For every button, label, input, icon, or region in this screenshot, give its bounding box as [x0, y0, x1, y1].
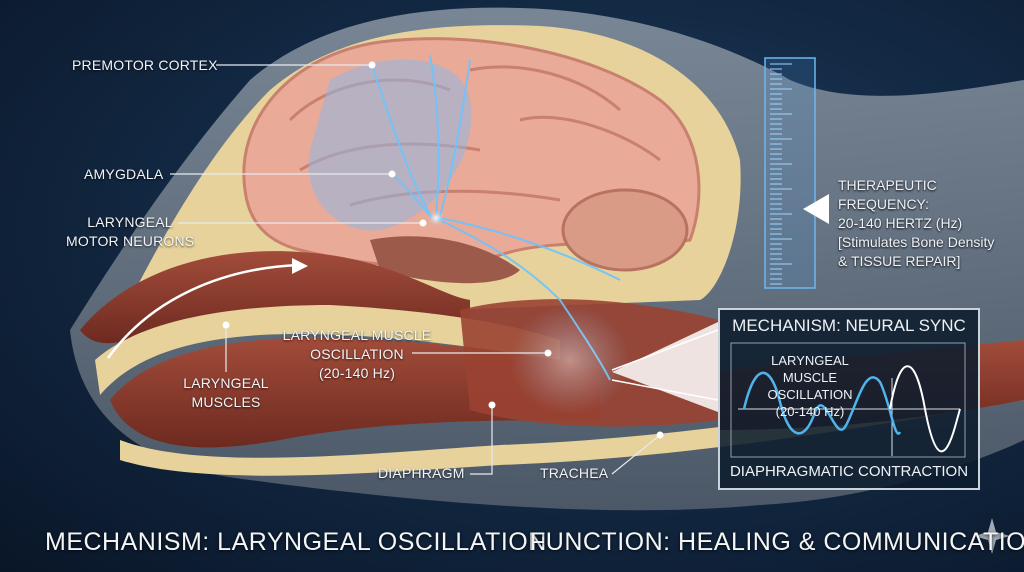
label-line: LARYNGEAL: [87, 214, 173, 230]
wave-label-line: (20-140 Hz): [775, 404, 845, 419]
cerebellum: [561, 188, 689, 272]
oscillation-glow: [510, 305, 630, 415]
frequency-ruler: [764, 57, 816, 289]
label-trachea: TRACHEA: [540, 465, 609, 481]
label-line: (20-140 Hz): [318, 365, 396, 381]
label-laryngeal-muscle-oscillation: LARYNGEAL MUSCLE OSCILLATION (20-140 Hz): [282, 326, 432, 383]
laryngeal-wave: [742, 371, 902, 435]
airflow-arrow: [106, 263, 301, 359]
waveform-graph: [730, 342, 966, 458]
wave-label-line: OSCILLATION: [767, 387, 853, 402]
therapeutic-line: & TISSUE REPAIR]: [838, 253, 961, 269]
therapeutic-line: THERAPEUTIC: [838, 177, 937, 193]
wave-label-line: LARYNGEAL MUSCLE: [771, 353, 849, 385]
neural-sync-inset: MECHANISM: NEURAL SYNC LARYNGEAL MUSCLE …: [718, 308, 980, 490]
label-line: LARYNGEAL MUSCLE: [282, 327, 432, 343]
inset-footer: DIAPHRAGMATIC CONTRACTION: [729, 463, 969, 480]
brainstem: [370, 236, 520, 284]
upper-muscle: [80, 251, 470, 344]
label-laryngeal-motor-neurons: LARYNGEAL MOTOR NEURONS: [66, 213, 194, 251]
diaphragm-wave: [889, 365, 961, 453]
therapeutic-frequency-text: THERAPEUTIC FREQUENCY: 20-140 HERTZ (Hz)…: [838, 176, 994, 271]
label-premotor-cortex: PREMOTOR CORTEX: [72, 57, 218, 73]
label-laryngeal-muscles: LARYNGEAL MUSCLES: [176, 374, 276, 412]
label-line: MOTOR NEURONS: [66, 233, 195, 249]
bone-band: [95, 305, 560, 395]
therapeutic-line: 20-140 HERTZ (Hz): [838, 215, 963, 231]
pointer-triangle-icon: [803, 194, 829, 224]
footer-mechanism: MECHANISM: LARYNGEAL OSCILLATION: [45, 528, 547, 556]
inset-wave-label: LARYNGEAL MUSCLE OSCILLATION (20-140 Hz): [750, 352, 870, 420]
label-amygdala: AMYGDALA: [84, 166, 164, 182]
label-line: MUSCLES: [191, 394, 261, 410]
therapeutic-line: FREQUENCY:: [838, 196, 930, 212]
therapeutic-line: [Stimulates Bone Density: [838, 234, 995, 250]
callout-dots: [222, 61, 664, 439]
label-diaphragm: DIAPHRAGM: [378, 465, 465, 481]
sparkle-icon: [974, 518, 1010, 554]
neural-node: [428, 210, 444, 226]
footer-function: FUNCTION: HEALING & COMMUNICATION: [530, 528, 1024, 556]
neural-region: [308, 59, 472, 231]
inset-pointer: [612, 322, 718, 412]
label-line: LARYNGEAL: [183, 375, 269, 391]
label-line: OSCILLATION: [310, 346, 404, 362]
inset-title: MECHANISM: NEURAL SYNC: [732, 316, 966, 335]
